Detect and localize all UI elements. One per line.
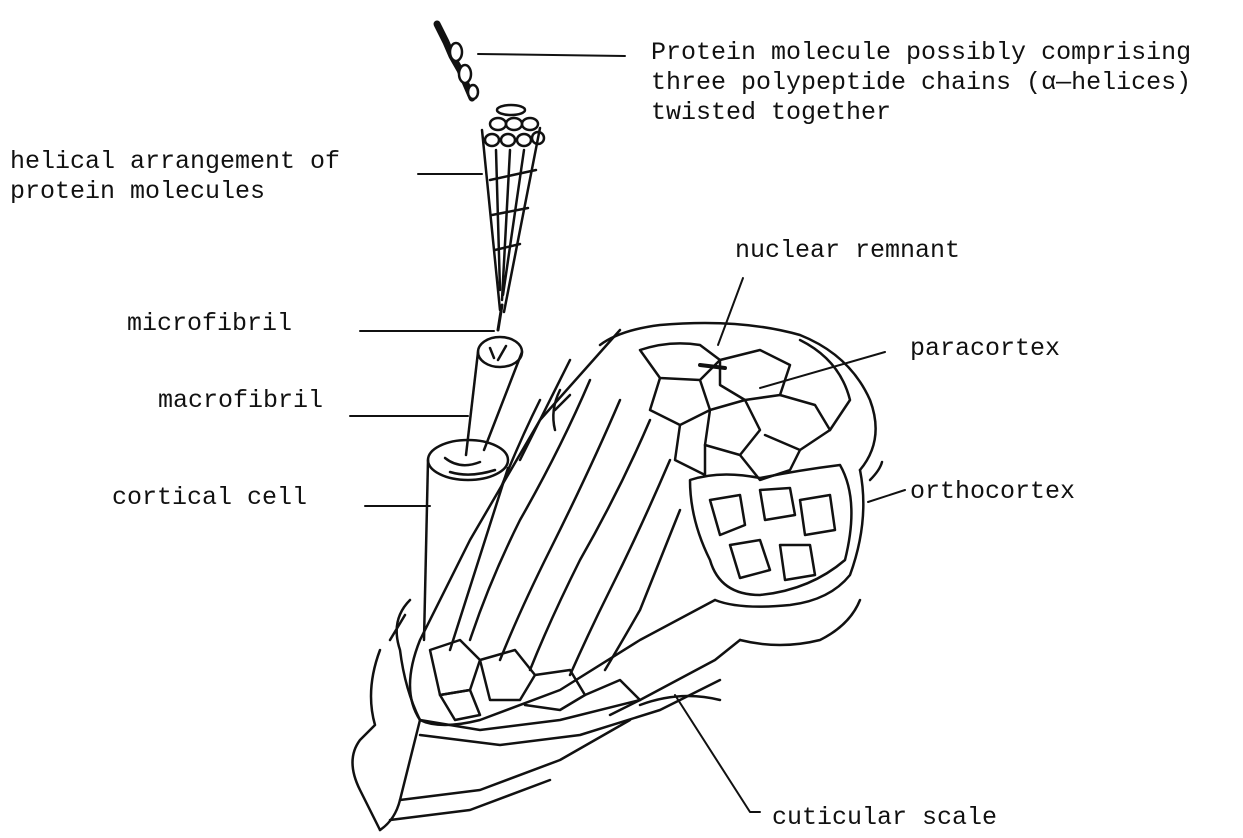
leader-protein-molecule [478, 54, 625, 56]
label-orthocortex: orthocortex [910, 477, 1075, 507]
macrofibril-drawing [466, 337, 522, 455]
fibre-body-drawing [410, 323, 882, 725]
leader-cuticular-scale [675, 695, 760, 812]
cortical-cell-drawing [424, 440, 508, 650]
leader-orthocortex [868, 490, 905, 502]
protein-molecule-drawing [437, 24, 478, 99]
label-cortical-cell: cortical cell [112, 483, 307, 513]
leader-nuclear-remnant [718, 278, 743, 345]
helical-bundle-drawing [482, 105, 544, 330]
label-paracortex: paracortex [910, 334, 1060, 364]
leader-lines [350, 54, 905, 812]
label-nuclear-remnant: nuclear remnant [735, 236, 960, 266]
label-protein-molecule-line3: twisted together [651, 98, 1191, 128]
label-protein-molecule-line1: Protein molecule possibly comprising [651, 38, 1191, 68]
label-helical-arrangement-line2: protein molecules [10, 177, 340, 207]
label-cuticular-scale: cuticular scale [772, 803, 997, 833]
label-protein-molecule: Protein molecule possibly comprising thr… [651, 38, 1191, 128]
leader-paracortex [760, 352, 885, 388]
label-helical-arrangement-line1: helical arrangement of [10, 147, 340, 177]
label-protein-molecule-line2: three polypeptide chains (α—helices) [651, 68, 1191, 98]
label-macrofibril: macrofibril [158, 386, 323, 416]
label-helical-arrangement: helical arrangement of protein molecules [10, 147, 340, 207]
label-microfibril: microfibril [127, 309, 292, 339]
